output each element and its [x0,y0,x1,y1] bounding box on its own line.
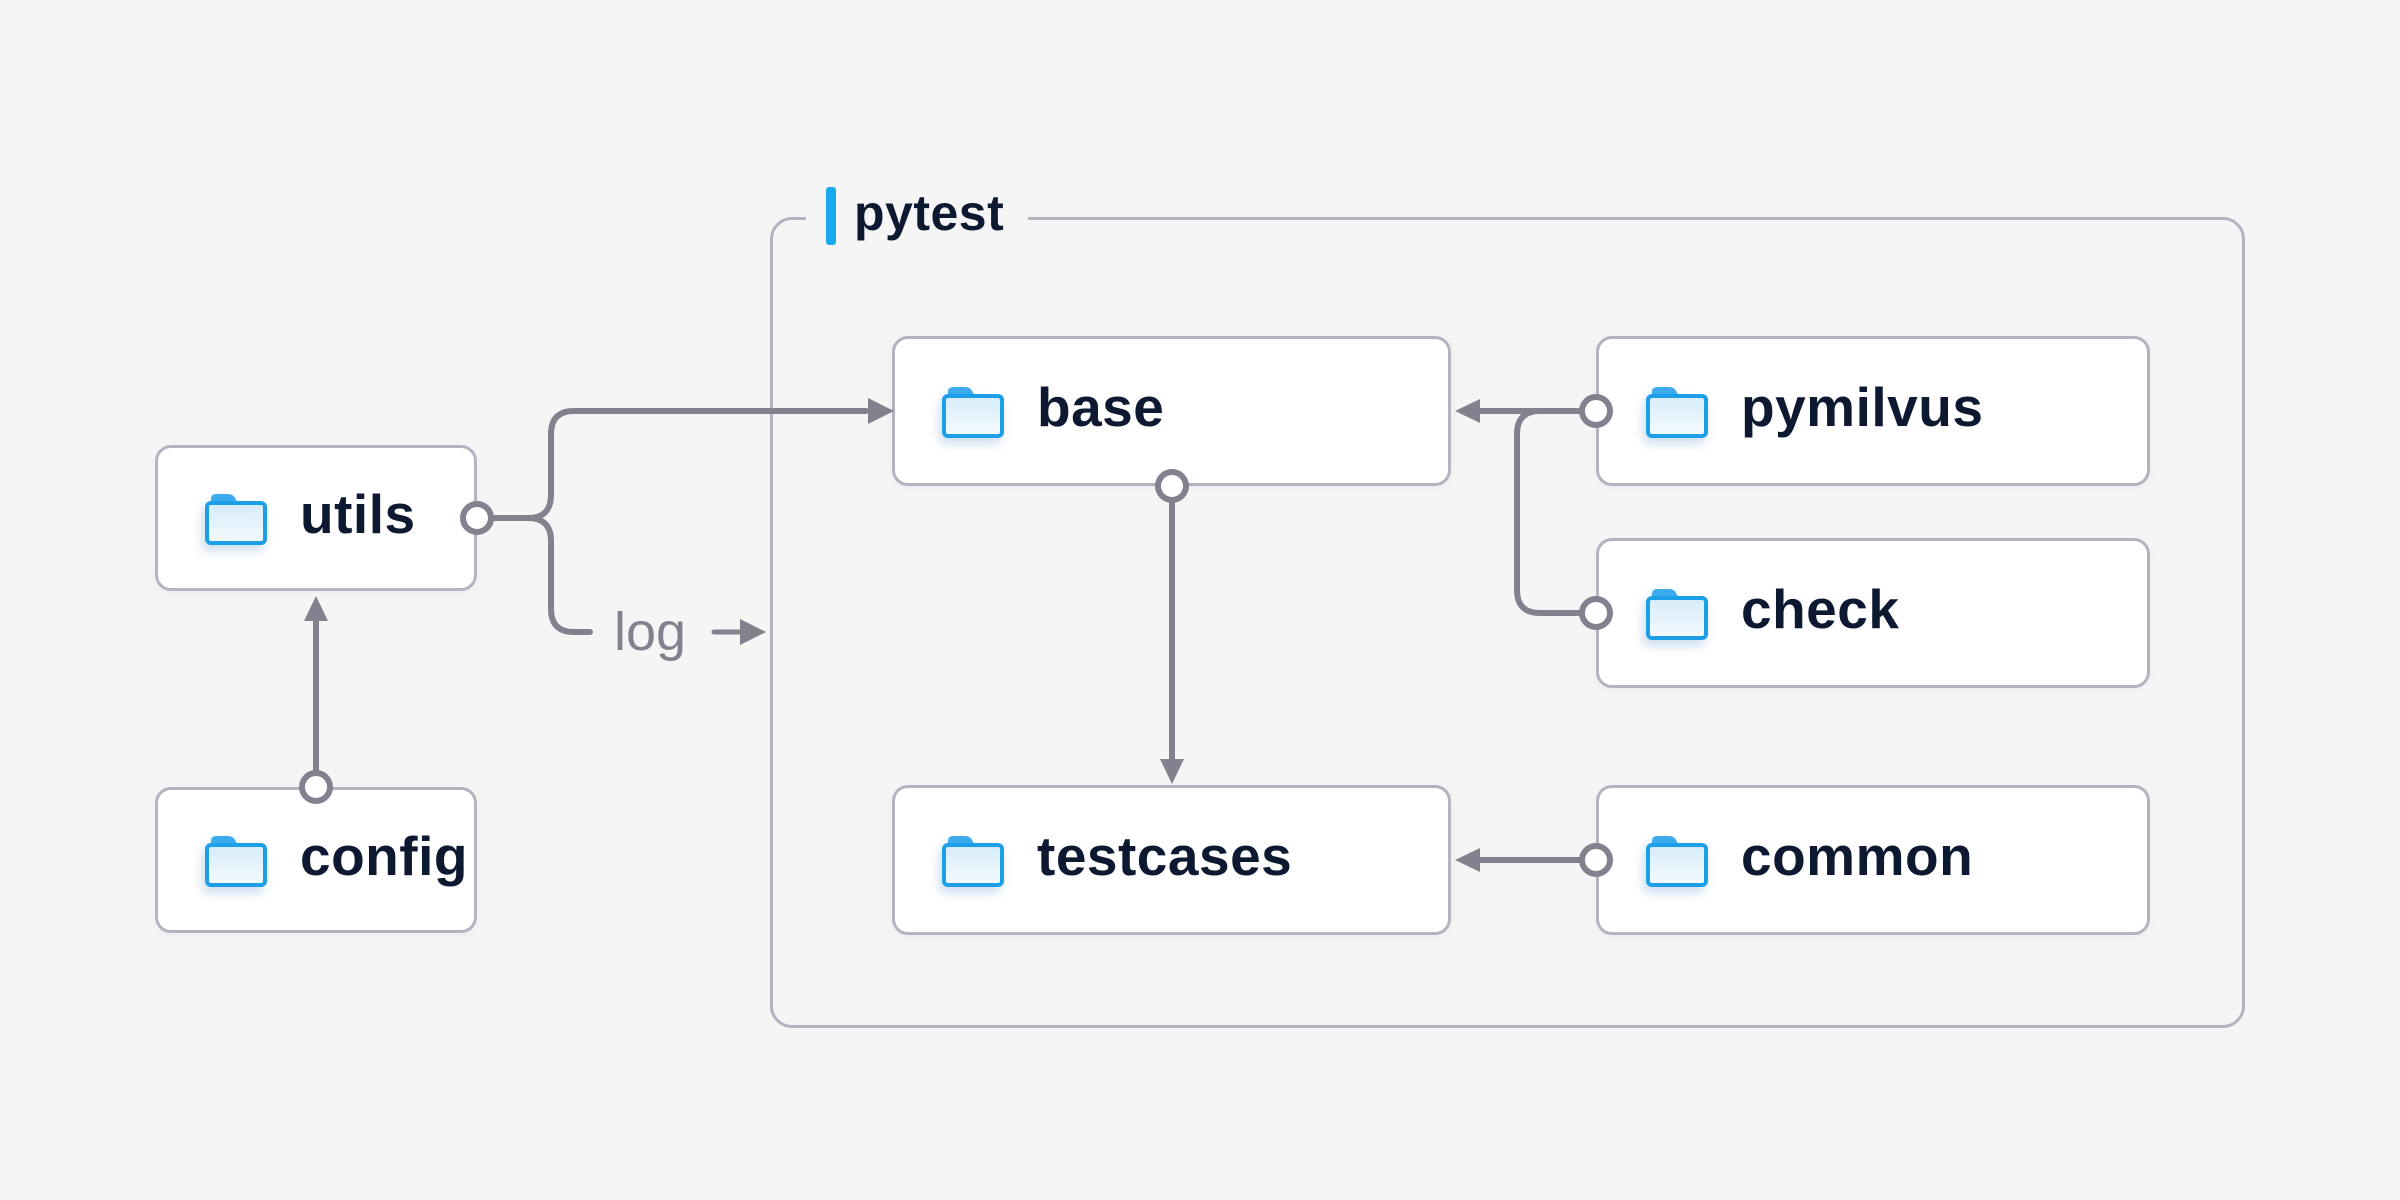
folder-icon [205,494,267,545]
node-label: common [1741,824,1974,887]
node-label: testcases [1037,824,1293,887]
node-config: config [155,787,477,933]
node-base: base [892,336,1451,486]
folder-icon [1646,387,1708,438]
folder-icon [942,836,1004,887]
pytest-container-title: pytest [854,185,1005,241]
node-label: utils [300,482,416,545]
edge-label-log: log [613,602,687,662]
arrowhead-log-into-pytest [740,619,766,645]
node-testcases: testcases [892,785,1451,935]
folder-icon [1646,589,1708,640]
node-utils: utils [155,445,477,591]
folder-icon [1646,836,1708,887]
node-common: common [1596,785,2150,935]
arrowhead-into-utils-bottom [304,596,328,621]
edge-utils-log [525,515,593,635]
accent-bar [826,187,836,245]
folder-icon [942,387,1004,438]
pytest-container [770,217,2245,1028]
node-label: pymilvus [1741,375,1984,438]
folder-icon [205,836,267,887]
node-check: check [1596,538,2150,688]
node-pymilvus: pymilvus [1596,336,2150,486]
pytest-container-label: pytest [806,184,1029,248]
node-label: base [1037,375,1165,438]
node-label: check [1741,577,1900,640]
node-label: config [300,824,468,887]
